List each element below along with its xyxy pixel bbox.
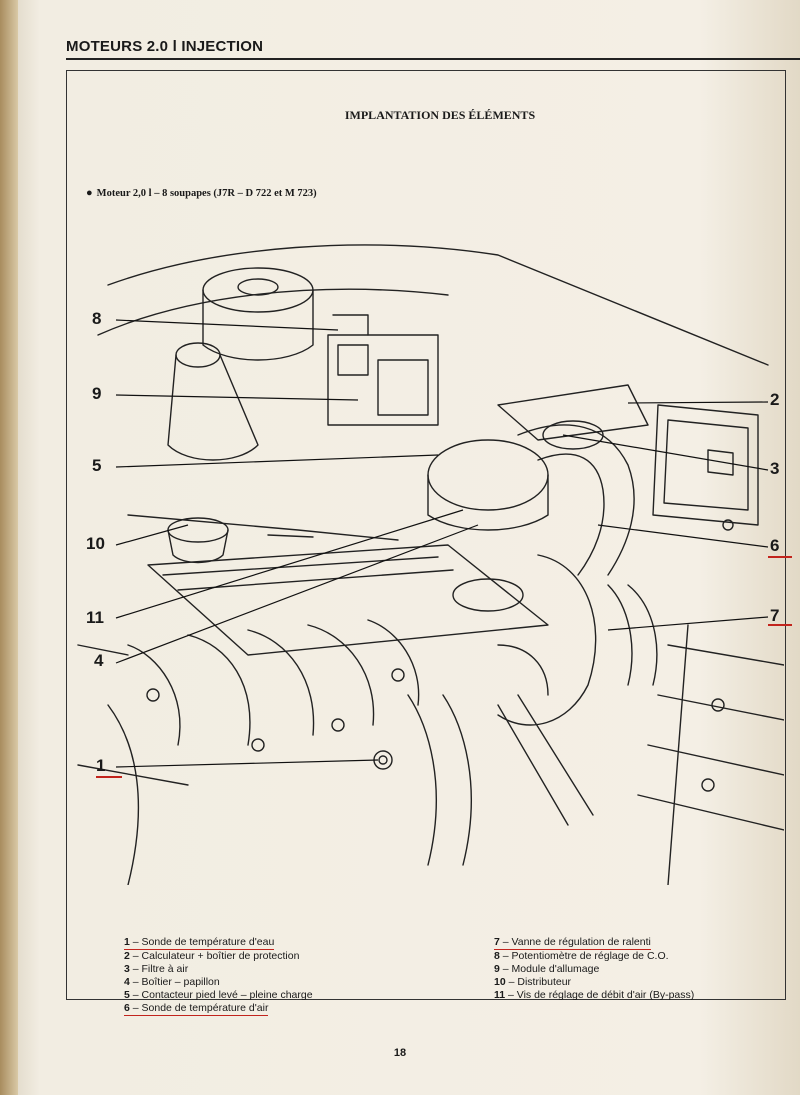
red-pen-mark [96,776,122,778]
callout-1: 1 [96,756,106,775]
bullet-icon: ● [86,187,93,199]
engine-subtitle-text: Moteur 2,0 l – 8 soupapes (J7R – D 722 e… [96,188,317,199]
page-binding [0,0,18,1095]
engine-bay-illustration [77,244,784,885]
legend-item: 8 – Potentiomètre de réglage de C.O. [494,950,669,962]
callout-9: 9 [92,384,102,403]
legend-item: 5 – Contacteur pied levé – pleine charge [124,989,313,1001]
callout-8: 8 [92,309,102,328]
legend-item: 10 – Distributeur [494,976,572,988]
legend-right-column: 7 – Vanne de régulation de ralenti 8 – P… [494,936,694,1002]
callout-3: 3 [770,459,780,478]
legend-item: 4 – Boîtier – papillon [124,976,220,988]
page-number: 18 [393,1047,407,1059]
callout-4: 4 [94,651,104,670]
section-title: IMPLANTATION DES ÉLÉMENTS [344,108,536,122]
callout-11: 11 [86,608,104,627]
figure-frame [66,70,786,1000]
page-header-title: MOTEURS 2.0 l INJECTION [66,38,264,55]
red-pen-mark [768,624,792,626]
callout-2: 2 [770,390,780,409]
callout-10: 10 [86,534,105,553]
legend-item: 1 – Sonde de température d'eau [124,936,275,950]
callout-6: 6 [770,536,780,555]
legend-item: 2 – Calculateur + boîtier de protection [124,950,300,962]
engine-subtitle: ●Moteur 2,0 l – 8 soupapes (J7R – D 722 … [86,187,317,199]
header-rule [66,58,800,60]
legend-left-column: 1 – Sonde de température d'eau 2 – Calcu… [124,936,313,1016]
red-pen-mark [768,556,792,558]
callout-7: 7 [770,606,780,625]
legend-item: 9 – Module d'allumage [494,963,600,975]
legend-item: 6 – Sonde de température d'air [124,1002,269,1016]
legend-item: 7 – Vanne de régulation de ralenti [494,936,651,950]
legend-item: 3 – Filtre à air [124,963,189,975]
legend-item: 11 – Vis de réglage de débit d'air (By-p… [494,989,695,1001]
callout-5: 5 [92,456,102,475]
